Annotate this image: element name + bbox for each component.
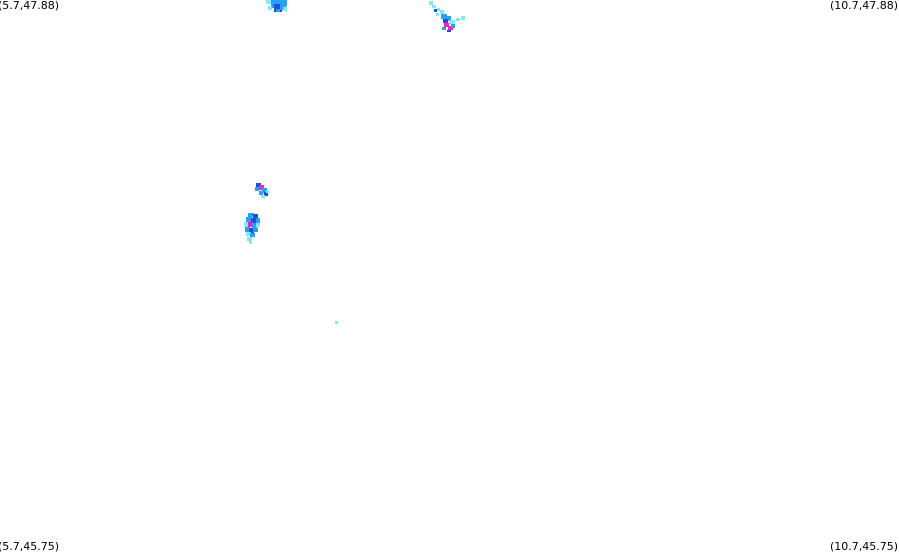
corner-label-top-left: (5.7,47.88): [0, 0, 60, 12]
hotspot-isolated-point: [335, 321, 338, 324]
corner-label-bottom-left: (5.7,45.75): [0, 540, 60, 553]
hotspot-cluster-central-upper: [255, 183, 269, 198]
hotspot-cluster-central-lower: [244, 213, 260, 244]
hotspot-cluster-north-west: [266, 0, 287, 12]
hotspot-cluster-north-east: [429, 1, 465, 32]
corner-label-top-right: (10.7,47.88): [829, 0, 898, 12]
corner-label-bottom-right: (10.7,45.75): [829, 540, 898, 553]
